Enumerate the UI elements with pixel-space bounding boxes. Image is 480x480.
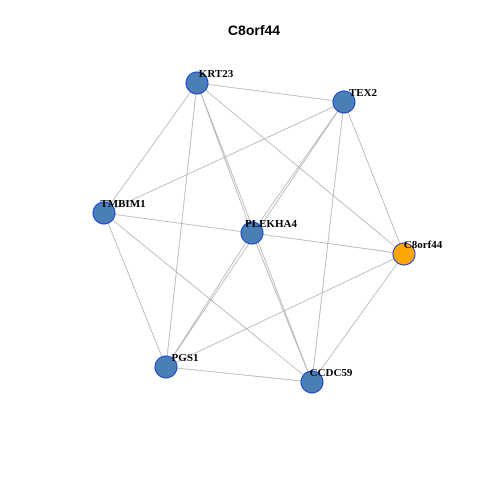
edge-tmbim1-plekha4 xyxy=(103,212,253,234)
edge-krt23-plekha4 xyxy=(196,82,253,234)
edge-tex2-tmbim1 xyxy=(103,101,345,214)
edge-plekha4-pgs1 xyxy=(165,232,253,368)
edge-plekha4-c8orf44 xyxy=(251,232,405,255)
edge-tex2-c8orf44 xyxy=(343,101,405,255)
node-layer xyxy=(92,71,416,394)
node-tmbim1[interactable] xyxy=(92,201,116,225)
edge-tex2-ccdc59 xyxy=(311,101,345,383)
edge-krt23-tmbim1 xyxy=(103,82,198,214)
node-label-tex2: TEX2 xyxy=(349,87,378,99)
edge-pgs1-ccdc59 xyxy=(165,366,313,383)
edge-c8orf44-ccdc59 xyxy=(311,253,405,383)
edge-tex2-plekha4 xyxy=(251,101,345,234)
edge-krt23-pgs1 xyxy=(165,82,198,368)
node-label-tmbim1: TMBIM1 xyxy=(100,198,145,210)
node-label-ccdc59: CCDC59 xyxy=(310,367,353,379)
edge-krt23-tex2 xyxy=(196,82,345,103)
node-pgs1[interactable] xyxy=(154,355,178,379)
edge-plekha4-ccdc59 xyxy=(251,232,313,383)
node-label-krt23: KRT23 xyxy=(199,68,234,80)
edge-krt23-c8orf44 xyxy=(196,82,405,255)
edge-tmbim1-ccdc59 xyxy=(103,212,313,383)
graph-title: C8orf44 xyxy=(228,22,280,38)
node-c8orf44[interactable] xyxy=(392,242,416,266)
node-plekha4[interactable] xyxy=(240,221,264,245)
node-ccdc59[interactable] xyxy=(300,370,324,394)
node-label-c8orf44: C8orf44 xyxy=(404,239,443,251)
node-label-pgs1: PGS1 xyxy=(172,352,199,364)
node-label-plekha4: PLEKHA4 xyxy=(245,218,297,230)
node-tex2[interactable] xyxy=(332,90,356,114)
edge-c8orf44-pgs1 xyxy=(165,253,405,368)
node-krt23[interactable] xyxy=(185,71,209,95)
edge-tmbim1-pgs1 xyxy=(103,212,167,368)
